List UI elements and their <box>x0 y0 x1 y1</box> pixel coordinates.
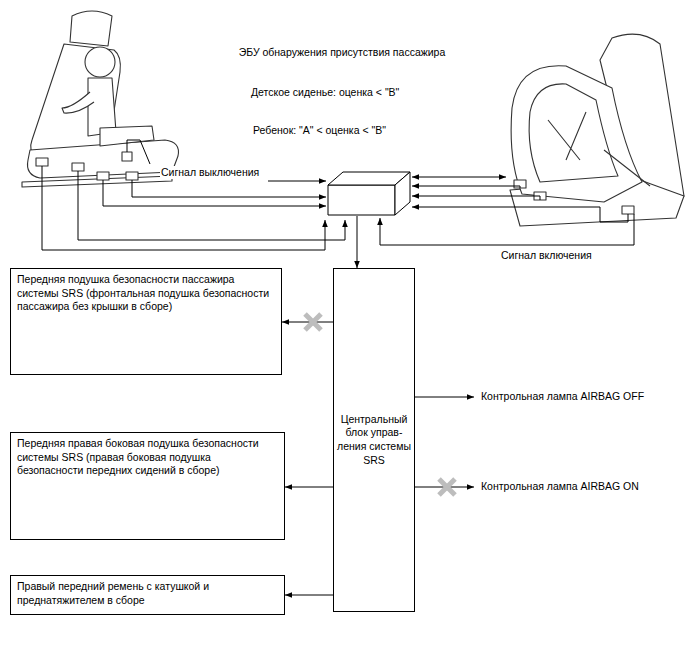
sensor-wire <box>412 196 540 200</box>
child-head <box>85 47 115 77</box>
weight-sensor <box>126 172 138 180</box>
child-seat-inner <box>529 84 618 182</box>
ecu-box-face <box>395 172 410 215</box>
signal-label: Сигнал включения <box>500 249 593 262</box>
sensor-wire <box>412 186 520 188</box>
weight-sensor <box>622 206 634 214</box>
lamp-wire <box>415 397 474 398</box>
signal-arrow <box>282 322 333 323</box>
signal-wire <box>127 140 150 164</box>
disabled-cross <box>439 479 455 495</box>
sensor-wire <box>78 171 345 240</box>
buckle-switch <box>122 152 132 161</box>
signal-wire <box>380 214 634 245</box>
box-text: Передняя подушка безопасности пассажира … <box>17 273 269 312</box>
unit-heading: ЭБУ обнаружения присутствия пассажира <box>220 46 464 58</box>
ecu-box-face <box>328 185 395 215</box>
box-text: Передняя правая боковая подушка безопасн… <box>17 437 259 476</box>
sensor-wire <box>412 207 628 222</box>
airbag-box: Передняя подушка безопасности пассажира … <box>10 268 282 375</box>
signal-label: Сигнал выключения <box>160 166 260 179</box>
seat-headrest <box>70 11 112 46</box>
child-arm <box>62 92 94 113</box>
signal-arrow <box>285 487 333 488</box>
disabled-cross <box>305 314 321 330</box>
control-unit: Центральный блок управ- ления системы SR… <box>333 268 415 612</box>
signal-arrow <box>357 216 358 268</box>
sensor-wire <box>412 177 506 178</box>
sensor-wire <box>132 180 326 197</box>
child-seat-strap <box>548 112 650 186</box>
lamp-label: Контрольная лампа AIRBAG OFF <box>480 390 645 403</box>
weight-sensor <box>97 172 109 180</box>
signal-wire <box>268 181 326 182</box>
note-text: Детское сиденье: оценка < "B" <box>250 86 400 99</box>
weight-sensor <box>36 158 48 166</box>
signal-arrow <box>285 595 333 596</box>
weight-sensor <box>72 163 84 171</box>
note-text: Ребенок: "A" < оценка < "B" <box>252 124 387 137</box>
sensor-wire <box>42 166 325 250</box>
pretensioner-box: Правый передний ремень с катушкой и пред… <box>10 575 285 615</box>
sensor-wire <box>103 180 326 206</box>
box-text: Центральный блок управ- ления системы SR… <box>337 413 411 468</box>
airbag-box: Передняя правая боковая подушка безопасн… <box>10 432 285 540</box>
lamp-label: Контрольная лампа AIRBAG ON <box>480 480 640 493</box>
box-text: Правый передний ремень с катушкой и пред… <box>17 580 209 606</box>
